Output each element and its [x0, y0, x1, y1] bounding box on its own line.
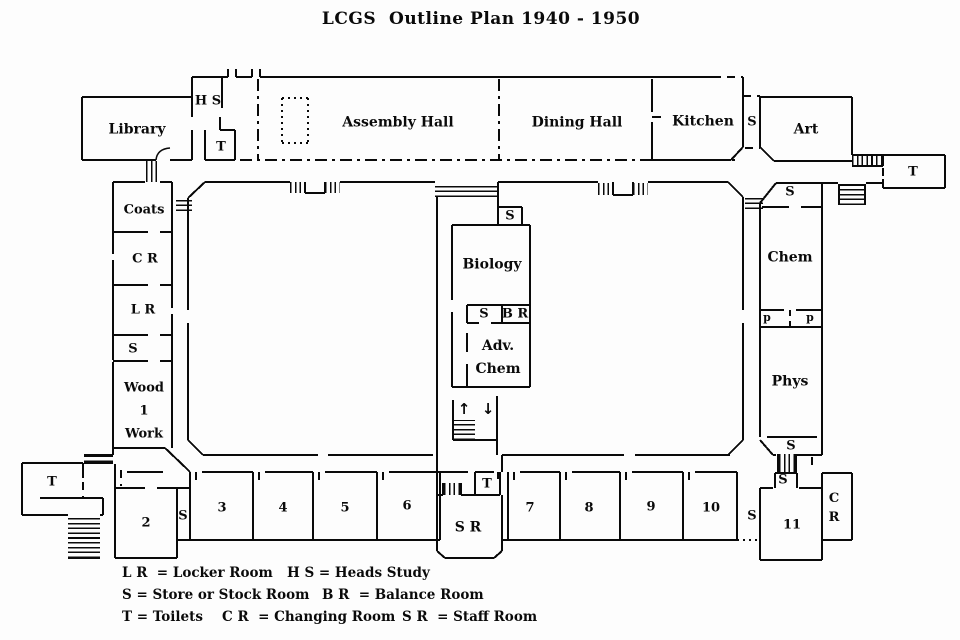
- stairs-hatch-library: [146, 161, 160, 182]
- stairs-hatch-art-corner: [838, 184, 866, 205]
- room-label-4: 4: [278, 500, 288, 516]
- legend-toilets: T = Toilets: [122, 609, 203, 625]
- room-label-9: 9: [646, 499, 656, 515]
- legend-store-room: S = Store or Stock Room: [122, 587, 310, 603]
- room-label-chem: Chem: [767, 249, 813, 266]
- steps-hatch-courtyard-right-a: [598, 183, 613, 195]
- room-label-biology: Biology: [462, 256, 522, 273]
- room-label-heads-study: H S: [194, 93, 222, 109]
- stairs-hatch-west: [68, 516, 100, 558]
- steps-hatch-left-corner: [176, 197, 192, 211]
- page-title: LCGS Outline Plan 1940 - 1950: [321, 9, 641, 29]
- room-label-phys: Phys: [771, 373, 809, 390]
- room-label-coats: Coats: [123, 202, 165, 218]
- room-label-dining-hall: Dining Hall: [531, 114, 623, 131]
- down-arrow-icon: ↓: [481, 400, 495, 418]
- room-label-library: Library: [108, 121, 166, 138]
- room-label-prep-right: p: [806, 311, 814, 324]
- room-label-changing-bottom: C R: [828, 491, 840, 525]
- room-label-changing-left: C R: [132, 251, 158, 267]
- room-label-store-kitchen: S: [747, 114, 757, 130]
- room-label-art: Art: [793, 121, 819, 138]
- room-label-7: 7: [525, 500, 535, 516]
- steps-hatch-courtyard-right-b: [633, 183, 648, 195]
- room-label-3: 3: [217, 500, 227, 516]
- room-label-adv-chem: Adv. Chem: [475, 338, 521, 377]
- room-label-prep-left: p: [763, 311, 771, 324]
- room-label-store-b1: S: [178, 508, 188, 524]
- up-arrow-icon: ↑: [457, 400, 471, 418]
- room-label-locker-room: L R: [130, 302, 156, 318]
- room-label-store-left: S: [128, 341, 138, 357]
- legend-heads-study: H S = Heads Study: [287, 565, 430, 581]
- steps-hatch-art-toilet: [852, 154, 883, 167]
- legend-balance-room: B R = Balance Room: [322, 587, 484, 603]
- room-label-assembly-hall: Assembly Hall: [342, 114, 454, 131]
- room-label-5: 5: [340, 500, 350, 516]
- steps-hatch-courtyard-left-b: [325, 182, 340, 193]
- room-label-balance-room: B R: [501, 306, 529, 322]
- room-label-10: 10: [701, 500, 721, 516]
- room-label-toilet-sr: T: [482, 476, 492, 492]
- room-label-8: 8: [584, 500, 594, 516]
- legend-changing-room: C R = Changing Room: [222, 609, 396, 625]
- steps-hatch-right-wing-entry: [745, 198, 763, 209]
- legend-staff-room: S R = Staff Room: [402, 609, 538, 625]
- room-label-toilet-head: T: [216, 139, 226, 155]
- steps-hatch-courtyard-left-a: [290, 182, 305, 193]
- stairs-hatch-staffroom: [444, 483, 461, 495]
- room-label-store-bio-top: S: [505, 208, 515, 224]
- steps-hatch-toilet-west: [84, 454, 113, 464]
- room-label-kitchen: Kitchen: [672, 113, 734, 130]
- room-label-11: 11: [782, 517, 802, 533]
- room-label-toilet-west: T: [47, 474, 57, 490]
- room-label-store-11: S: [778, 472, 788, 488]
- room-label-store-chem-top: S: [785, 184, 795, 200]
- room-label-6: 6: [402, 498, 412, 514]
- room-label-staff-room: S R: [454, 519, 482, 536]
- legend-locker-room: L R = Locker Room: [122, 565, 273, 581]
- room-label-toilet-art: T: [908, 164, 918, 180]
- room-label-woodwork: Wood 1 Work: [124, 380, 164, 442]
- room-label-store-b2: S: [747, 508, 757, 524]
- room-label-store-bio: S: [479, 306, 489, 322]
- room-label-2: 2: [141, 515, 151, 531]
- room-label-store-phys: S: [786, 438, 796, 454]
- steps-hatch-central-entry: [435, 185, 498, 197]
- stairs-hatch-room11: [777, 454, 797, 472]
- stairs-hatch-central: [454, 420, 475, 440]
